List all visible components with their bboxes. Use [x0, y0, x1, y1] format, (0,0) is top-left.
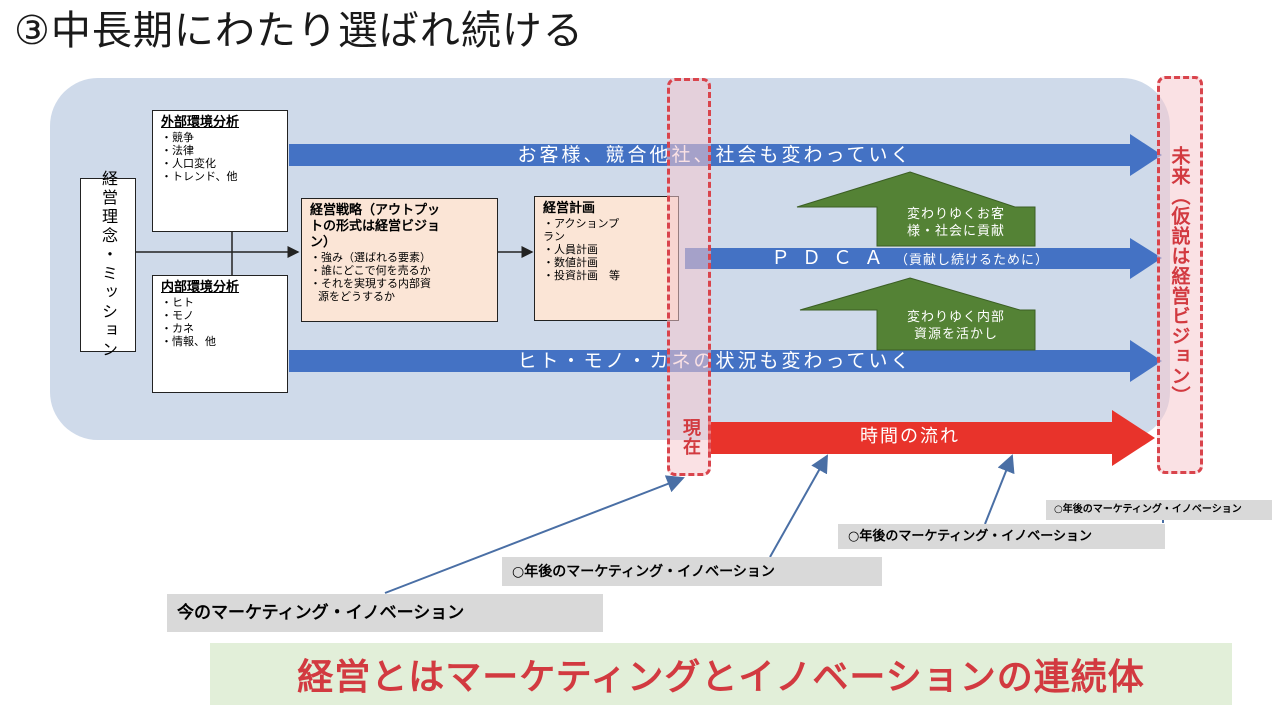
pointer-now	[384, 475, 685, 594]
label-later: ○年後のマーケティング・イノベーション	[838, 524, 1165, 549]
green-arrow-lower	[799, 277, 1036, 351]
external-item: ・競争	[161, 131, 194, 144]
present-label-wrap: 現在	[676, 418, 704, 468]
strategy-heading-1: 経営戦略（アウトプッ	[310, 203, 441, 218]
external-item: ・トレンド、他	[161, 170, 238, 183]
plan-heading: 経営計画	[543, 201, 596, 216]
green-upper-line: 様・社会に貢献	[906, 224, 1005, 239]
strategy-heading-2: トの形式は経営ビジョ	[310, 219, 441, 234]
band-bottom-label: ヒト・モノ・カネの状況も変わっていく	[517, 350, 913, 372]
pointer-later	[984, 454, 1015, 525]
strategy-item: ・強み（選ばれる要素）	[310, 251, 431, 264]
band-pdca-label: ＰＤＣＡ（貢献し続けるために）	[690, 246, 1130, 273]
pdca-main: ＰＤＣＡ	[770, 247, 895, 269]
internal-item: ・ヒト	[161, 296, 194, 309]
page-title: ③中長期にわたり選ばれ続ける	[14, 8, 584, 54]
strategy-item: ・誰にどこで何を売るか	[310, 264, 431, 277]
internal-item: ・カネ	[161, 322, 194, 335]
internal-item: ・情報、他	[161, 335, 216, 348]
plan-item: ・数値計画	[543, 256, 598, 269]
mission-box: 経営理念・ミッション	[80, 170, 136, 360]
present-column	[667, 78, 711, 476]
green-lower-line: 資源を活かし	[913, 327, 998, 342]
label-now: 今のマーケティング・イノベーション	[167, 594, 603, 632]
label-mid: ○年後のマーケティング・イノベーション	[502, 557, 882, 586]
pointer-mid	[769, 454, 828, 558]
green-lower-line: 変わりゆく内部	[906, 310, 1005, 325]
pdca-sub: （貢献し続けるために）	[895, 253, 1050, 268]
time-arrow	[708, 410, 1155, 466]
green-upper-line: 変わりゆくお客	[906, 207, 1005, 222]
band-arrow-top	[289, 134, 1162, 176]
external-item: ・人口変化	[161, 157, 216, 170]
green-lower-label: 変わりゆく内部 資源を活かし	[877, 309, 1035, 343]
strategy-heading-3: ン）	[310, 235, 337, 250]
external-item: ・法律	[161, 144, 194, 157]
internal-analysis-box: 内部環境分析 ・ヒト ・モノ ・カネ ・情報、他	[152, 275, 288, 393]
green-arrow-upper	[796, 171, 1036, 247]
mission-text: 経営理念・ミッション	[99, 170, 118, 360]
strategy-item: ・それを実現する内部資	[310, 277, 431, 290]
internal-item: ・モノ	[161, 309, 194, 322]
conclusion-text: 経営とはマーケティングとイノベーションの連続体	[297, 657, 1145, 698]
plan-item: ・人員計画	[543, 243, 598, 256]
future-label-wrap: 未来（仮説は経営ビジョン）	[1164, 146, 1196, 416]
plan-item: ・アクションプ	[543, 217, 620, 230]
label-far: ○年後のマーケティング・イノベーション	[1046, 500, 1272, 520]
strategy-box: 経営戦略（アウトプッ トの形式は経営ビジョ ン） ・強み（選ばれる要素） ・誰に…	[301, 198, 498, 322]
plan-item: ラン	[543, 230, 565, 243]
time-flow-label: 時間の流れ	[860, 426, 960, 447]
external-heading: 外部環境分析	[161, 115, 240, 130]
conclusion-banner: 経営とはマーケティングとイノベーションの連続体	[210, 643, 1232, 705]
band-top-label: お客様、競合他社、社会も変わっていく	[517, 144, 913, 166]
green-upper-label: 変わりゆくお客 様・社会に貢献	[877, 206, 1035, 240]
plan-item: ・投資計画 等	[543, 269, 620, 282]
future-label: 未来（仮説は経営ビジョン）	[1168, 146, 1191, 406]
band-arrow-pdca	[685, 238, 1162, 279]
strategy-item: 源をどうするか	[318, 290, 395, 303]
internal-heading: 内部環境分析	[161, 280, 240, 295]
external-analysis-box: 外部環境分析 ・競争 ・法律 ・人口変化 ・トレンド、他	[152, 110, 288, 232]
future-column	[1157, 76, 1203, 474]
plan-box: 経営計画 ・アクションプ ラン ・人員計画 ・数値計画 ・投資計画 等	[534, 196, 679, 321]
present-label: 現在	[680, 418, 701, 456]
